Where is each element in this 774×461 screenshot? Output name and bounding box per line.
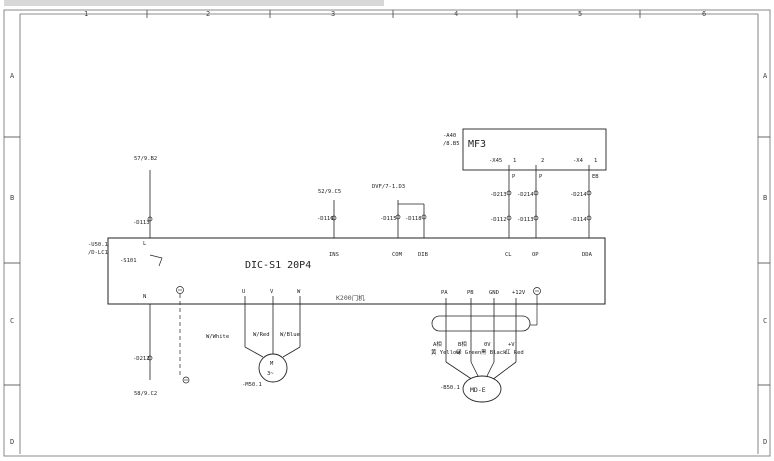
row-label-d: D <box>10 438 14 446</box>
terminal-u: U <box>242 289 245 295</box>
scan-artifact <box>4 0 384 6</box>
terminal-v: V <box>270 289 274 295</box>
encoder-wire-v: +V <box>508 342 515 348</box>
terminal-op: OP <box>532 252 539 258</box>
encoder-wire-b-color: 绿 Green <box>456 348 481 356</box>
cable-shield <box>431 315 531 332</box>
mf3-pin-code-3: EB <box>592 174 599 180</box>
motor-label: M <box>270 361 274 367</box>
fuse-alt-op: -D214 <box>517 192 534 198</box>
encoder-ref: -B50.1 <box>440 385 460 391</box>
drive-box <box>107 237 606 305</box>
col-label-4: 4 <box>454 10 458 18</box>
fuse-label-n: -D212 <box>133 356 150 362</box>
ground-icon <box>176 286 184 294</box>
ground-bottom-icon <box>182 376 190 384</box>
xref-ins: 52/9.C5 <box>318 189 341 195</box>
terminal-w: W <box>297 289 301 295</box>
switch-label: -S101 <box>120 258 137 264</box>
fuse-label-cl: -D112 <box>490 217 507 223</box>
col-label-6: 6 <box>702 10 706 18</box>
terminal-pa: PA <box>441 290 448 296</box>
row-label-a: A <box>10 72 15 80</box>
fuse-label-dda: -D114 <box>570 217 587 223</box>
encoder-wire-a-color: 黄 Yellow <box>431 348 460 356</box>
drawing-frame <box>3 9 771 457</box>
col-label-1: 1 <box>84 10 88 18</box>
switch-symbol <box>149 254 163 267</box>
drive-name: DIC-S1 20P4 <box>245 260 311 271</box>
drive-ref-2: /D-LC1 <box>88 250 108 256</box>
encoder-wire-0v: 0V <box>484 342 491 348</box>
row-label-c-right: C <box>763 317 767 325</box>
fuse-alt-cl: -D213 <box>490 192 507 198</box>
fuse-label-ins: -D116 <box>317 216 334 222</box>
fuse-label-dib: -D118 <box>405 216 422 222</box>
fuse-alt-dda: -D214 <box>570 192 587 198</box>
xref-l-top: 57/9.B2 <box>134 156 157 162</box>
terminal-dib: DIB <box>418 252 429 258</box>
row-label-a-right: A <box>763 72 768 80</box>
mf3-ref-2: /8.B5 <box>443 141 460 147</box>
mf3-pin-3: 1 <box>594 158 597 164</box>
fuse-label-l: -D113 <box>133 220 150 226</box>
terminal-com: COM <box>392 252 403 258</box>
mf3-title: MF3 <box>468 139 486 150</box>
motor-ref: -M50.1 <box>242 382 262 388</box>
mf3-pin-code-2: P <box>539 174 543 180</box>
terminal-l: L <box>143 241 147 247</box>
xref-com: DVF/7-1.D3 <box>372 184 405 190</box>
row-label-b: B <box>10 194 14 202</box>
col-label-2: 2 <box>206 10 210 18</box>
terminal-12v: +12V <box>512 290 526 296</box>
mf3-ref-1: -A40 <box>443 133 456 139</box>
encoder-wire-b: B相 <box>458 340 467 348</box>
mf3-box <box>462 128 607 171</box>
encoder-ground-icon <box>533 287 541 295</box>
mf3-connector-x45: -X45 <box>489 158 502 164</box>
xref-l-bottom: 58/9.C2 <box>134 391 157 397</box>
terminal-dda: DDA <box>582 252 593 258</box>
fuse-label-com: -D115 <box>380 216 397 222</box>
motor-wire-w: W/Blue <box>280 332 300 338</box>
mf3-connector-x4: -X4 <box>573 158 584 164</box>
row-label-d-right: D <box>763 438 767 446</box>
encoder-wire-a: A相 <box>433 340 442 348</box>
motor-phase: 3~ <box>267 371 274 377</box>
drive-watermark: K200门机 <box>336 293 365 302</box>
terminal-pb: PB <box>467 290 474 296</box>
motor-wire-v: W/Red <box>253 332 270 338</box>
motor-symbol <box>258 353 288 383</box>
encoder-label: MD-E <box>470 386 486 394</box>
mf3-pin-code-1: P <box>512 174 516 180</box>
motor-wire-u: W/White <box>206 334 229 340</box>
col-label-3: 3 <box>331 10 335 18</box>
row-label-c: C <box>10 317 14 325</box>
fuse-label-op: -D113 <box>517 217 534 223</box>
encoder-symbol <box>462 375 502 403</box>
terminal-cl: CL <box>505 252 512 258</box>
col-label-5: 5 <box>578 10 582 18</box>
terminal-gnd: GND <box>489 290 499 296</box>
drive-ref-1: -U50.1 <box>88 242 108 248</box>
mf3-pin-1: 1 <box>513 158 516 164</box>
encoder-wire-v-color: 红 Red <box>505 348 524 356</box>
terminal-n: N <box>143 294 146 300</box>
encoder-wire-0v-color: 黑 Black <box>481 349 507 356</box>
row-label-b-right: B <box>763 194 767 202</box>
mf3-pin-2: 2 <box>541 158 544 164</box>
terminal-ins: INS <box>329 252 339 258</box>
